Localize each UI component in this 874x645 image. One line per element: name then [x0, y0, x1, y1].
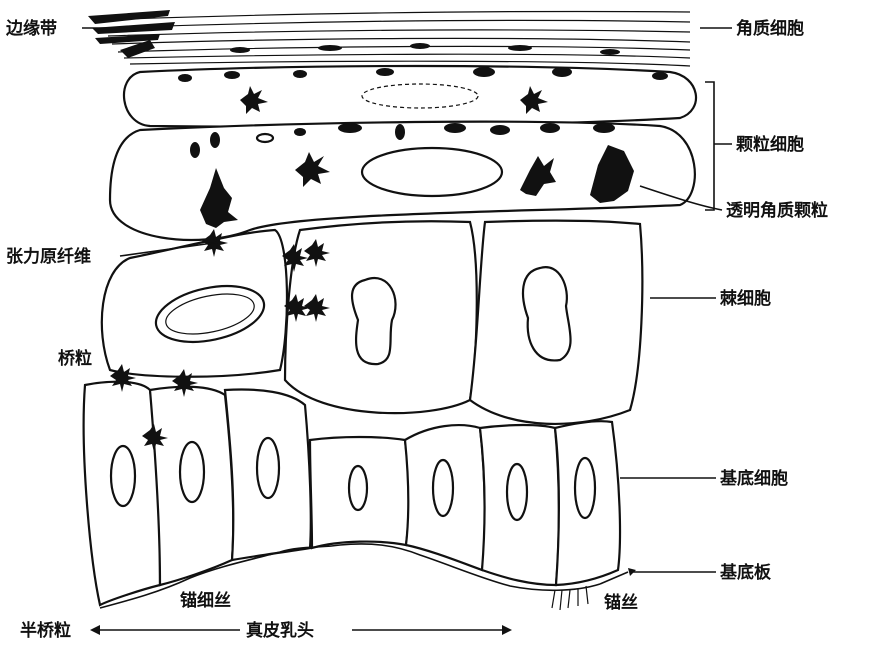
spinous-cell-right	[470, 221, 642, 424]
spinous-cell-left	[102, 230, 287, 377]
label-desmosome: 桥粒	[58, 348, 92, 369]
label-hemidesmosome: 半桥粒	[20, 620, 71, 641]
label-keratinocyte: 角质细胞	[736, 18, 804, 39]
label-anchoring-fibril: 锚丝	[604, 592, 638, 613]
label-spinous-cell: 棘细胞	[720, 288, 771, 309]
label-basal-lamina: 基底板	[719, 562, 772, 583]
label-dermal-papilla: 真皮乳头	[246, 620, 314, 641]
label-anchoring-filament: 锚细丝	[180, 590, 231, 611]
keratinocyte-layer	[88, 10, 690, 66]
label-basal-cell: 基底细胞	[719, 468, 788, 489]
granular-cell-upper	[124, 66, 696, 127]
label-keratohyalin-granule: 透明角质颗粒	[726, 200, 828, 221]
label-granular-cell: 颗粒细胞	[736, 134, 804, 155]
label-tonofibril: 张力原纤维	[6, 246, 91, 267]
label-marginal-band: 边缘带	[5, 18, 57, 39]
